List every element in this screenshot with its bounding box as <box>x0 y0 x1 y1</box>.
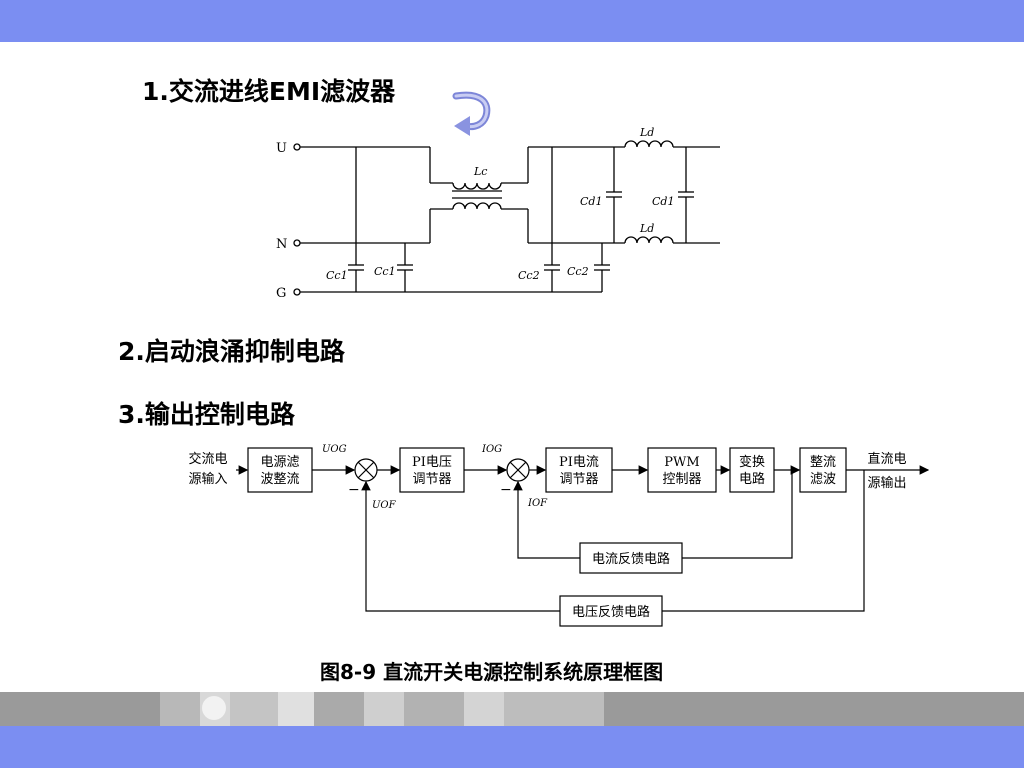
minus-sign-current: − <box>500 482 512 498</box>
converter-label-line1: 变换 <box>739 454 765 470</box>
terminal-u-label: U <box>276 141 287 156</box>
current-feedback-label: 电流反馈电路 <box>592 551 670 567</box>
signal-iog-label: IOG <box>481 444 502 455</box>
block-pi-current <box>545 447 613 493</box>
minus-sign-voltage: − <box>348 482 360 498</box>
bottom-bar <box>0 726 1024 768</box>
label-cc1-left: Cc1 <box>326 269 348 282</box>
output-label-line2: 源输出 <box>867 475 906 491</box>
top-title-bar <box>0 0 1024 42</box>
label-cc2-right: Cc2 <box>567 265 589 278</box>
control-block-diagram: 交流电 源输入 电源滤 波整流 PI电压 调节器 PI电流 调节器 PWM 控制… <box>188 444 930 627</box>
voltage-feedback-label: 电压反馈电路 <box>572 604 650 620</box>
filter-label-line1: 电源滤 <box>260 455 299 470</box>
block-rectifier-filter <box>799 447 847 493</box>
pi-current-label-line2: 调节器 <box>559 472 598 487</box>
block-pi-voltage <box>399 447 465 493</box>
pi-voltage-label-line2: 调节器 <box>412 472 451 487</box>
rectifier-label-line2: 滤波 <box>810 472 836 487</box>
filter-label-line2: 波整流 <box>260 472 299 487</box>
pwm-label-line2: 控制器 <box>662 472 701 487</box>
rectifier-label-line1: 整流 <box>810 455 836 470</box>
figure-caption: 图8-9 直流开关电源控制系统原理框图 <box>320 660 664 684</box>
curved-arrow-icon <box>452 91 491 136</box>
input-label-line1: 交流电 <box>188 451 227 467</box>
label-cd1-right: Cd1 <box>652 195 674 208</box>
signal-uof-label: UOF <box>372 500 397 511</box>
terminal-g-label: G <box>276 286 286 301</box>
output-label-line1: 直流电 <box>867 452 906 467</box>
heading-inrush-suppression: 2.启动浪涌抑制电路 <box>118 337 345 366</box>
label-lc: Lc <box>473 165 487 178</box>
label-cc2-left: Cc2 <box>518 269 540 282</box>
block-pwm-controller <box>647 447 717 493</box>
pi-voltage-label-line1: PI电压 <box>412 455 452 470</box>
block-current-feedback <box>579 542 683 574</box>
emi-filter-circuit: U N G Cc1 Cc1 Lc Cc2 Cc2 Cd1 Cd1 Ld Ld <box>276 126 720 301</box>
block-converter <box>729 447 775 493</box>
decorative-photo-strip <box>0 692 1024 726</box>
pi-current-label-line1: PI电流 <box>559 455 599 470</box>
label-cd1-left: Cd1 <box>580 195 602 208</box>
converter-label-line2: 电路 <box>739 471 765 487</box>
input-label-line2: 源输入 <box>188 471 227 487</box>
heading-emi-filter: 1.交流进线EMI滤波器 <box>142 77 396 106</box>
signal-iof-label: IOF <box>527 498 548 509</box>
label-cc1-right: Cc1 <box>374 265 396 278</box>
heading-output-control: 3.输出控制电路 <box>118 400 295 429</box>
label-ld-bottom: Ld <box>639 222 654 235</box>
terminal-n-label: N <box>276 237 287 252</box>
signal-uog-label: UOG <box>322 444 347 455</box>
pwm-label-line1: PWM <box>664 455 699 470</box>
label-ld-top: Ld <box>639 126 654 139</box>
